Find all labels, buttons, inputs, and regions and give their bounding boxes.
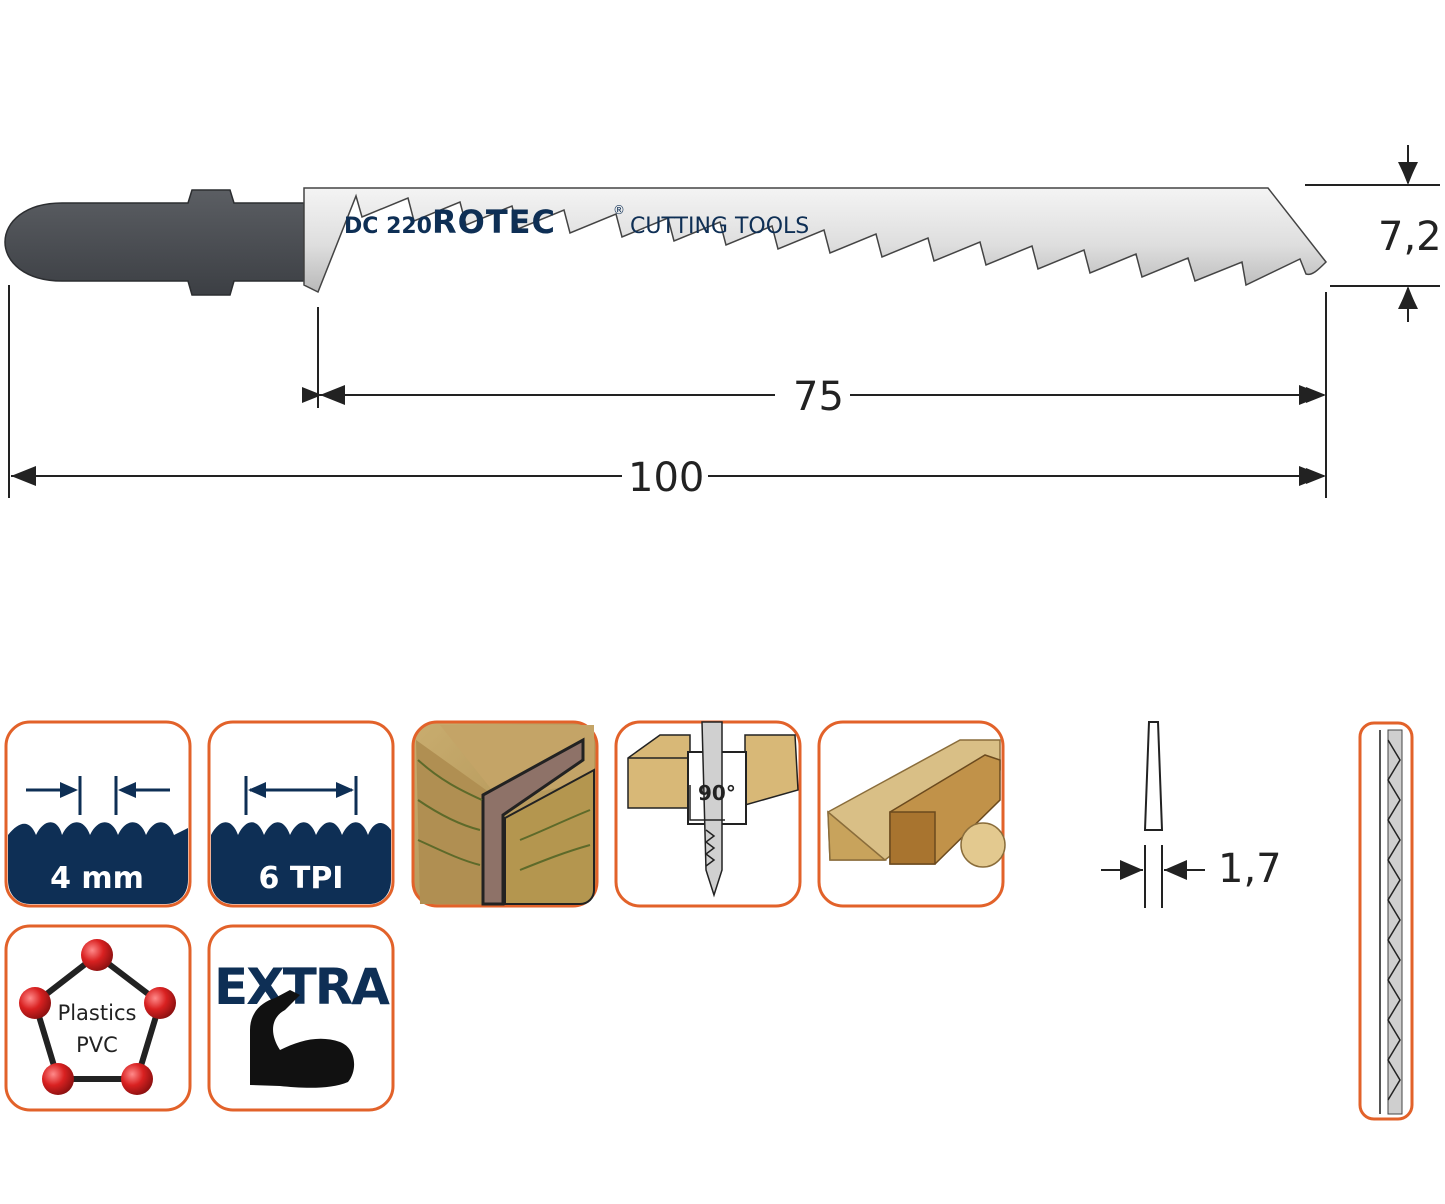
wood-joint-tile	[411, 720, 599, 908]
blade-model: DC 220	[344, 214, 432, 239]
arrow-width-bottom	[1398, 288, 1418, 309]
blade-body	[303, 187, 1328, 294]
extra-strength-tile: EXTRA	[207, 924, 395, 1112]
registered-mark: ®	[613, 203, 625, 217]
blade-tagline: CUTTING TOOLS	[630, 214, 809, 239]
brand-logo: ROTEC	[432, 203, 556, 241]
arrow-75-right	[1299, 385, 1324, 405]
tooth-spacing-tile: 4 mm	[4, 720, 192, 908]
timber-tile	[817, 720, 1006, 908]
arrow-width-top	[1398, 162, 1418, 183]
material-label-1: Plastics	[58, 1001, 137, 1025]
material-label-2: PVC	[76, 1033, 118, 1057]
plastics-pvc-tile: Plastics PVC	[4, 924, 192, 1112]
angle-label: 90°	[698, 781, 736, 805]
arrow-75-left	[320, 385, 345, 405]
total-length-label: 100	[628, 455, 704, 501]
thickness-profile	[1101, 721, 1205, 908]
strength-label: EXTRA	[214, 958, 390, 1016]
angle-cut-tile: 90°	[614, 720, 802, 908]
arrow-100-right	[1299, 466, 1324, 486]
thickness-label: 1,7	[1218, 846, 1282, 892]
tooth-spacing-label: 4 mm	[50, 861, 144, 896]
tpi-tile: 6 TPI	[207, 720, 395, 908]
jigsaw-blade: DC 220 ROTEC ® CUTTING TOOLS	[4, 187, 1328, 296]
tooth-set-view	[1358, 721, 1414, 1121]
flexed-arm-icon	[250, 990, 355, 1088]
width-label: 7,2	[1378, 214, 1442, 260]
cutting-length-label: 75	[793, 374, 844, 420]
tpi-label: 6 TPI	[259, 861, 344, 896]
arrow-100-left	[11, 466, 36, 486]
blade-shank	[4, 189, 305, 296]
